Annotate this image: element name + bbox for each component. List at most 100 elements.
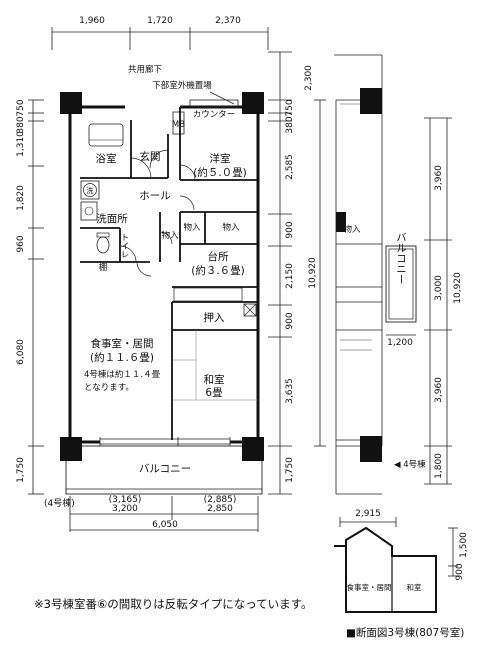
dim-bottom-left: 3,200 (112, 504, 138, 514)
storage-label-2: 物入 (222, 222, 240, 233)
dim-bottom-total: 6,050 (152, 520, 178, 530)
section-dim-1200: 1,200 (387, 338, 413, 348)
outdoor-unit-label: 下部室外機置場 (152, 80, 212, 91)
washing-machine-icon (83, 183, 97, 197)
kitchen-label: 台所 (208, 250, 229, 263)
column-top-left (60, 92, 82, 114)
japanese-room-size: 6畳 (205, 387, 223, 399)
section-column-top (360, 88, 382, 114)
top-dimension-lines (51, 27, 269, 50)
dim-right-2585: 2,585 (285, 154, 295, 180)
small-section-dining: 食事室・居間 (347, 582, 392, 592)
dim-right-900b: 900 (285, 312, 295, 329)
floor-plan: カウンター MB (60, 92, 264, 495)
dim-top-3: 2,370 (215, 16, 241, 26)
bottom-dimension-lines (69, 496, 259, 532)
japanese-room-label: 和室 (204, 373, 225, 386)
dim-right-900a: 900 (285, 221, 295, 238)
dim-left-960: 960 (16, 235, 26, 252)
wash-symbol: 洗 (87, 186, 94, 195)
small-section-height1: 1,500 (459, 532, 469, 558)
balcony-windows (99, 437, 231, 446)
corridor-label: 共用廊下 (128, 64, 163, 75)
bath-label: 浴室 (96, 152, 117, 165)
dim-bottom-right: 2,850 (207, 504, 233, 514)
column-bottom-left (60, 437, 82, 461)
storage-label-3: 物入 (161, 230, 179, 241)
dim-right-2150: 2,150 (285, 263, 295, 289)
bathtub (88, 123, 124, 147)
shelf-label: 棚 (99, 262, 108, 273)
reversal-footnote: ※3号棟室番⑥の間取りは反転タイプになっています。 (34, 597, 313, 611)
closet-label: 押入 (204, 311, 225, 324)
counter-label: カウンター (193, 110, 236, 120)
dim-left-1820: 1,820 (16, 185, 26, 211)
small-section-japanese: 和室 (407, 582, 422, 592)
building4-marker: ◀ 4号棟 (394, 459, 426, 470)
dining-room-size: (約１１.６畳) (90, 351, 154, 364)
section-dim-1800: 1,800 (434, 453, 444, 479)
left-dimension-lines (28, 99, 44, 495)
dim-right-3635: 3,635 (285, 378, 295, 404)
storage-label-1: 物入 (183, 222, 201, 233)
dining-note-2: となります。 (84, 383, 134, 393)
building4-label: (4号棟) (44, 497, 75, 509)
section-dimension-lines (386, 117, 452, 485)
hall-label: ホール (139, 190, 171, 202)
dim-top-2: 1,720 (147, 16, 173, 26)
entrance-label: 玄関 (140, 150, 161, 163)
small-section-width: 2,915 (355, 509, 381, 519)
dim-left-6080: 6,080 (16, 339, 26, 365)
dim-right-2300: 2,300 (304, 65, 314, 91)
toilet-bowl (96, 236, 110, 254)
dim-left-380: 380 (16, 116, 26, 133)
interior-walls (80, 107, 258, 440)
section-storage-label: 物入 (343, 224, 361, 235)
kitchen-sink (243, 303, 257, 317)
mb-box (172, 111, 185, 135)
dim-bottom-paren-left: (3,165) (109, 495, 142, 505)
dim-right-1750: 1,750 (285, 457, 295, 483)
dim-left-750: 750 (16, 99, 26, 116)
washing-machine-pan (80, 180, 100, 200)
section-balcony-label: バルコニー (395, 232, 407, 285)
small-section-roof (334, 526, 437, 566)
right-dimension-lines (268, 51, 326, 495)
kitchen-counter (173, 287, 243, 302)
tatami-pattern (172, 330, 258, 401)
dim-top-1: 1,960 (79, 16, 105, 26)
column-top-right (242, 92, 264, 114)
small-section-height2: 900 (455, 563, 465, 580)
section-dim-3960b: 3,960 (434, 377, 444, 403)
small-section-walls (345, 546, 437, 613)
western-room-label: 洋室 (210, 152, 231, 165)
section-dim-3000: 3,000 (434, 275, 444, 301)
section-caption: ■断面図3号棟(807号室) (346, 626, 464, 639)
balcony-label: バルコニー (139, 463, 191, 475)
door-swings (119, 149, 196, 277)
kitchen-size: (約３.６畳) (191, 264, 245, 277)
mb-label: MB (172, 120, 185, 130)
section-balcony-box (385, 245, 417, 323)
dim-right-380: 380 (285, 116, 295, 133)
balcony-outline (65, 445, 263, 495)
toilet-label: トイレ (119, 233, 129, 259)
washroom-label: 洗面所 (96, 213, 128, 225)
western-room-size: (約５.０畳) (193, 166, 247, 179)
section-column-bottom (360, 436, 382, 462)
dim-left-1310: 1,310 (16, 131, 26, 157)
column-bottom-right (242, 437, 264, 461)
dim-left-1750: 1,750 (16, 457, 26, 483)
dining-note-1: 4号棟は約１１.４畳 (84, 369, 161, 380)
dining-room-label: 食事室・居間 (91, 337, 154, 350)
section-wall-block (336, 212, 346, 232)
building-section: 物入 バルコニー 3,960 3,000 10,920 1,200 3,960 … (334, 54, 463, 495)
washbasin (80, 201, 98, 221)
section-dim-10920: 10,920 (453, 272, 463, 304)
dim-right-10920: 10,920 (308, 257, 318, 289)
dim-bottom-paren-right: (2,885) (204, 495, 237, 505)
outdoor-unit-leader (209, 91, 235, 105)
section-dim-3960a: 3,960 (434, 165, 444, 191)
